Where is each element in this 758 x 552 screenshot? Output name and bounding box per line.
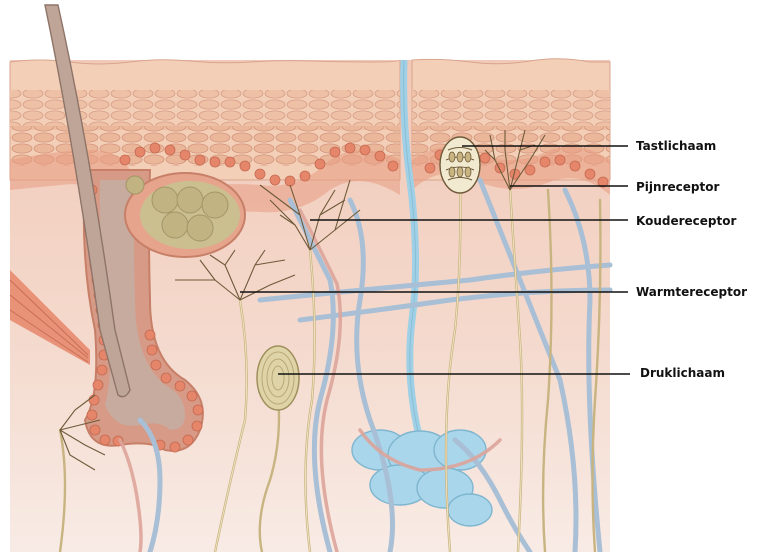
label-warmtereceptor: Warmtereceptor (636, 285, 747, 299)
pressure-corpuscle (257, 346, 299, 410)
sebaceous-gland (125, 173, 245, 257)
label-druklichaam: Druklichaam (640, 366, 725, 380)
label-tastlichaam: Tastlichaam (636, 139, 716, 153)
epidermis-cells-upper-right (412, 90, 610, 130)
label-pijnreceptor: Pijnreceptor (636, 180, 719, 194)
label-koudereceptor: Koudereceptor (636, 214, 736, 228)
